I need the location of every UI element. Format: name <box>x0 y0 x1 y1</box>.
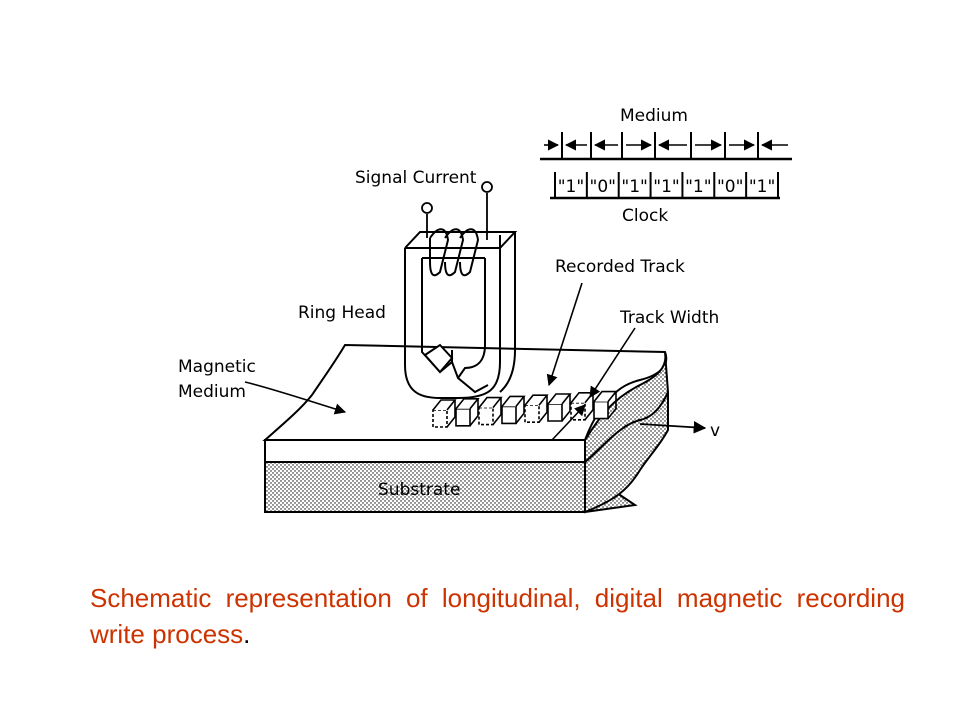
clock-label: Clock <box>622 206 668 226</box>
clock-bit-label: "1" <box>685 177 711 197</box>
ring-head-label: Ring Head <box>298 303 386 323</box>
clock-bit-label: "1" <box>558 177 584 197</box>
magnetic-recording-diagram: "1""0""1""1""1""0""1" Medium Clock Signa… <box>178 106 792 514</box>
recorded-bit-block <box>501 395 526 425</box>
track-width-pointer <box>589 327 636 398</box>
magnetic-medium-label-line1: Magnetic <box>178 357 256 377</box>
clock-bit-label: "1" <box>621 177 647 197</box>
caption-period: . <box>243 619 251 649</box>
magnetic-medium-label-line2: Medium <box>178 382 246 402</box>
medium-magnetization-strip <box>540 132 792 161</box>
recorded-track-pointer <box>546 282 583 387</box>
clock-bit-label: "0" <box>717 177 743 197</box>
substrate-label: Substrate <box>378 480 460 500</box>
medium-label: Medium <box>620 106 688 126</box>
track-width-label: Track Width <box>619 308 719 328</box>
magnetic-medium-side <box>584 351 670 465</box>
coil-winding <box>429 228 480 277</box>
recorded-bit-block <box>432 399 457 428</box>
recorded-bit-block <box>593 390 618 420</box>
recorded-bit-block <box>455 398 480 427</box>
recorded-bit-block <box>478 396 503 426</box>
ring-head <box>404 231 518 399</box>
velocity-arrow <box>639 421 707 434</box>
signal-current-leads <box>421 181 493 240</box>
clock-bit-label: "0" <box>590 177 616 197</box>
velocity-label: v <box>710 421 720 441</box>
clock-bit-label: "1" <box>749 177 775 197</box>
recorded-bit-block <box>547 393 572 422</box>
recorded-bit-block <box>524 394 549 423</box>
magnetic-medium-edge <box>264 439 586 463</box>
clock-sequence: "1""0""1""1""1""0""1" <box>550 172 780 200</box>
recorded-track-bits <box>432 390 618 428</box>
clock-bit-label: "1" <box>653 177 679 197</box>
magnetic-medium-pointer <box>244 381 347 415</box>
recorded-track-label: Recorded Track <box>555 257 685 277</box>
figure-caption: Schematic representation of longitudinal… <box>90 580 905 652</box>
caption-text: Schematic representation of longitudinal… <box>90 583 905 649</box>
track-width-pointer-lower <box>551 404 586 441</box>
signal-current-label: Signal Current <box>355 168 477 188</box>
